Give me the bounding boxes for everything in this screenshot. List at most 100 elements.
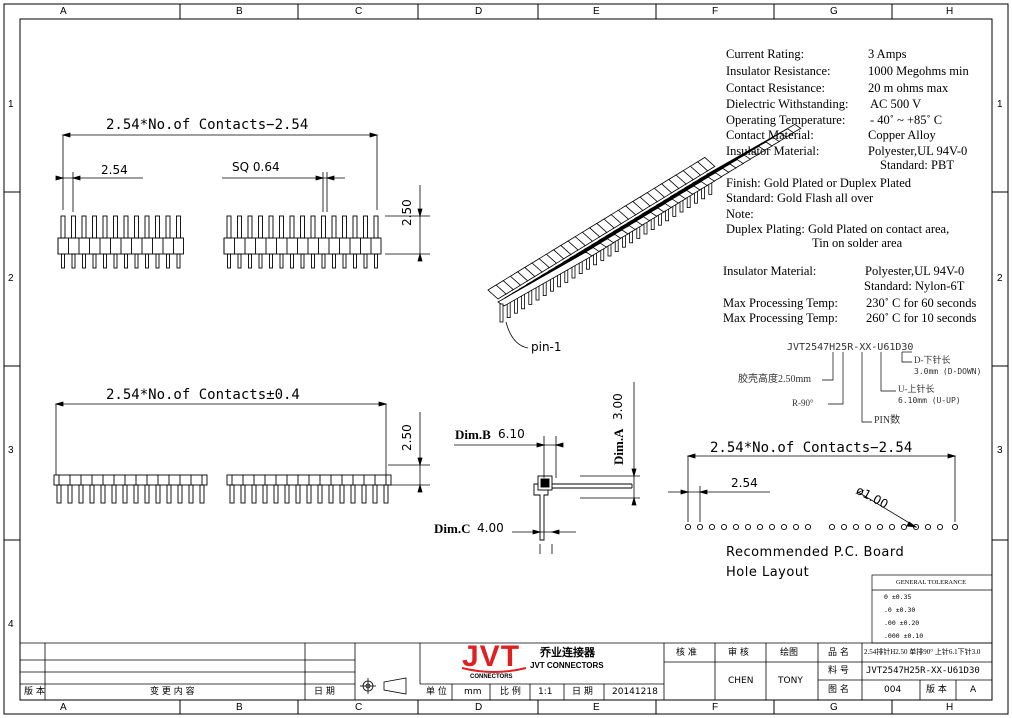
pcb-hole xyxy=(864,523,872,531)
side-view-pin xyxy=(295,484,301,504)
tb-scale-label: 比 例 xyxy=(500,687,521,697)
grid-row-1: 1 xyxy=(8,99,14,110)
top-view-pin xyxy=(363,215,368,239)
spec-current-label: Current Rating: xyxy=(726,47,805,61)
top-view-pin xyxy=(134,215,139,239)
top-view-pin-tail xyxy=(113,253,118,269)
top-view-pin xyxy=(331,215,337,239)
grid-col-h: H xyxy=(946,6,954,17)
top-view-pin xyxy=(102,215,108,239)
part-code-pin: PIN数 xyxy=(874,415,901,426)
pcb-hole xyxy=(888,523,896,531)
side-view-pin xyxy=(339,484,345,504)
top-view-pin-tail xyxy=(145,253,149,269)
side-view-pin xyxy=(262,484,268,504)
spec-ot-label: Operating Temperature: xyxy=(726,113,846,127)
spec-mt1-label: Max Processing Temp: xyxy=(723,296,838,310)
tb-rev-label: 版 本 xyxy=(24,687,45,697)
top-view-pin xyxy=(321,215,326,239)
side-view-pin xyxy=(144,484,150,504)
top-view-pin-tail xyxy=(227,253,231,269)
pcb-hole xyxy=(852,523,860,531)
spec-finish: Finish: Gold Plated or Duplex Plated xyxy=(726,176,912,190)
tb-dwg-label: 图 名 xyxy=(828,685,849,695)
top-view-pin-tail xyxy=(124,253,128,269)
spec-cm-label: Contact Material: xyxy=(726,128,814,142)
spec-im-value2: Standard: PBT xyxy=(880,158,954,172)
dim-b-value: 6.10 xyxy=(498,427,525,441)
side-view-pin xyxy=(251,484,257,504)
grid-col-h-bottom: H xyxy=(946,702,954,713)
iso-pin-tail xyxy=(499,303,504,323)
top-view-housing xyxy=(223,237,382,255)
side-view-pin xyxy=(166,484,172,504)
pcb-hole xyxy=(936,523,944,531)
grid-col-g: G xyxy=(830,6,838,17)
top-view-pin xyxy=(310,215,316,239)
spec-im2-value: Polyester,UL 94V-0 xyxy=(865,264,965,278)
spec-cr-value: 20 m ohms max xyxy=(868,81,949,95)
top-view-pin-tail xyxy=(342,253,347,269)
pcb-hole xyxy=(792,523,800,531)
side-view-pin xyxy=(188,484,194,504)
spec-cr-label: Contact Resistance: xyxy=(726,81,825,95)
top-view-pin-tail xyxy=(166,253,170,269)
dim-c-label: Dim.C xyxy=(434,521,471,536)
tb-checker: CHEN xyxy=(728,676,754,686)
grid-col-c-bottom: C xyxy=(355,702,363,713)
spec-ir-value: 1000 Megohms min xyxy=(868,64,969,78)
top-view-pin xyxy=(289,215,295,239)
top-view-pin-tail xyxy=(134,253,139,269)
title-block xyxy=(20,642,992,700)
side-view-pin xyxy=(361,484,367,504)
grid-col-g-bottom: G xyxy=(830,702,838,713)
dim-sq: SQ 0.64 xyxy=(232,160,280,174)
dim-a-value: 3.00 xyxy=(611,393,625,420)
top-view-pin-tail xyxy=(103,253,107,269)
top-view-pin-tail xyxy=(311,253,315,269)
spec-cm-value: Copper Alloy xyxy=(868,128,936,142)
top-view-pin xyxy=(226,215,232,239)
top-view-pin xyxy=(176,215,181,239)
pcb-holes xyxy=(684,523,959,531)
top-view-pin xyxy=(60,215,66,239)
side-view-pin xyxy=(56,484,62,504)
spec-im-label: Insulator Material: xyxy=(726,144,820,158)
spec-mt2-label: Max Processing Temp: xyxy=(723,311,838,325)
tolerance-row-4: .000 ±0.10 xyxy=(884,632,924,640)
tb-part: JVT2547H25R-XX-U61D30 xyxy=(866,666,980,676)
part-code-r: R-90° xyxy=(792,398,814,408)
tb-change-label: 变 更 内 容 xyxy=(150,687,195,697)
side-view-pin xyxy=(100,484,106,504)
spec-ir-label: Insulator Resistance: xyxy=(726,64,831,78)
pcb-caption-2: Hole Layout xyxy=(726,565,810,580)
tb-part-label: 料 号 xyxy=(828,666,849,676)
top-view-pin-tail xyxy=(237,253,242,269)
grid-row-1-right: 1 xyxy=(997,99,1003,110)
spec-im2-label: Insulator Material: xyxy=(723,264,817,278)
pcb-hole xyxy=(900,523,908,531)
part-code-u-label: U-上针长 xyxy=(898,384,935,394)
top-view-pin-tail xyxy=(258,253,263,269)
side-view-pin xyxy=(229,484,235,504)
grid-row-2: 2 xyxy=(8,273,14,284)
tb-date2-label: 日 期 xyxy=(572,687,593,697)
top-view-pin-tail xyxy=(176,253,181,269)
top-view-pin xyxy=(352,215,358,239)
top-view-pin-tail xyxy=(71,253,76,269)
top-view-pin xyxy=(155,215,160,239)
isometric-view xyxy=(487,123,802,323)
side-view-pin xyxy=(372,484,378,504)
top-view-pin xyxy=(144,215,150,239)
top-view-pin xyxy=(113,215,118,239)
grid-col-a-bottom: A xyxy=(60,702,67,713)
top-view-pin-tail xyxy=(248,253,252,269)
pcb-hole xyxy=(684,523,692,531)
tb-name: 2.54排针H2.50 单排90° 上针6.1下针3.0 xyxy=(864,648,981,656)
top-view-pin xyxy=(300,215,305,239)
top-view-pin-tail xyxy=(279,253,284,269)
side-view-pins xyxy=(53,474,392,504)
grid-col-c: C xyxy=(355,6,363,17)
spec-dw-label: Dielectric Withstanding: xyxy=(726,97,849,111)
spec-duplex2: Tin on solder area xyxy=(812,236,903,250)
